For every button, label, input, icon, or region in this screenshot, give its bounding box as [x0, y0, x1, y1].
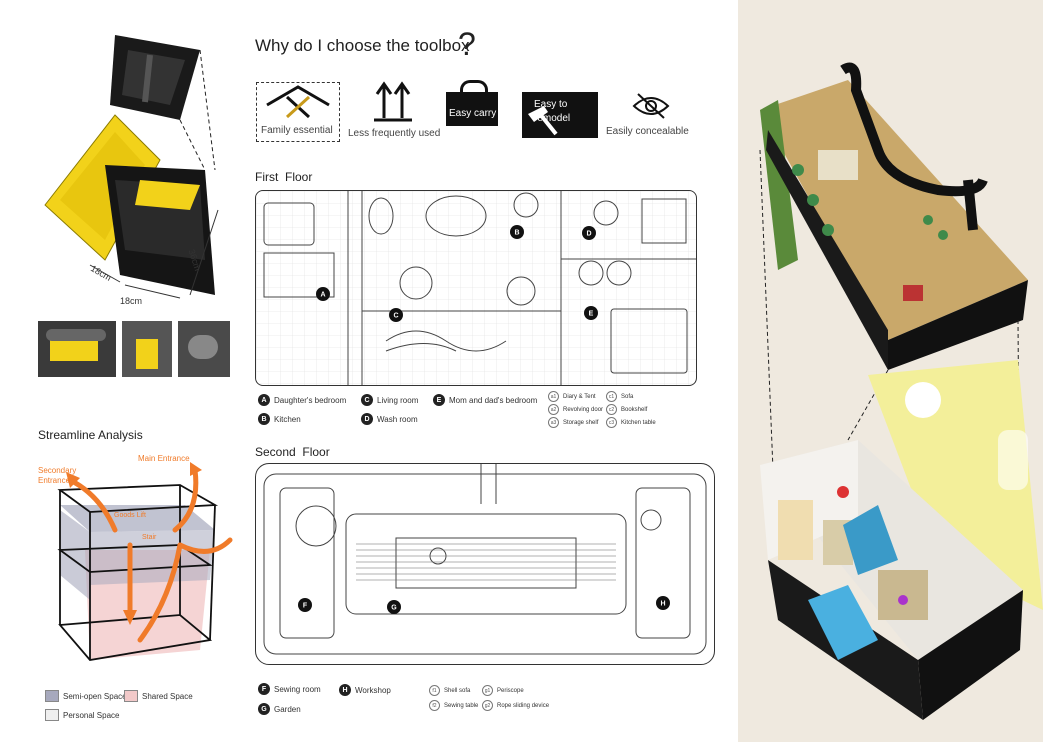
- photo-hands-3: [178, 321, 230, 377]
- goods-lift-label: Goods Lift: [114, 512, 146, 519]
- page-title: Why do I choose the toolbox: [255, 36, 470, 55]
- svg-text:H: H: [660, 601, 665, 608]
- house-tools-icon: [266, 85, 330, 119]
- reason-concealable: Easily concealable: [606, 92, 696, 138]
- stair-label: Stair: [142, 534, 157, 541]
- question-mark: ?: [458, 26, 476, 62]
- reason-easy-remodel: Easy to remodel: [522, 92, 598, 138]
- dim-width: 18cm: [120, 296, 143, 306]
- svg-text:C: C: [393, 313, 398, 320]
- second-floor-plan: F G H: [255, 463, 715, 665]
- svg-text:D: D: [586, 231, 591, 238]
- reason-easy-carry: Easy carry: [446, 80, 498, 126]
- eye-off-icon: [632, 93, 670, 119]
- model-photo-panel: [738, 0, 1043, 742]
- reason-label: Easily concealable: [606, 126, 689, 137]
- photo-hands-1: [38, 321, 116, 377]
- reason-label: Easy to remodel: [534, 99, 571, 124]
- legend-shared: Shared Space: [124, 690, 193, 702]
- bag-icon: [446, 92, 498, 126]
- swatch-semi-open: [45, 690, 59, 702]
- streamline-title: Streamline Analysis: [38, 428, 143, 442]
- second-floor-title: Second Floor: [255, 445, 330, 459]
- reason-label: Family essential: [261, 125, 333, 136]
- first-floor-plan: A C B D E: [255, 190, 697, 386]
- reason-less-used: Less frequently used: [348, 80, 441, 142]
- svg-text:E: E: [589, 311, 594, 318]
- hammer-icon: [528, 106, 558, 136]
- reason-label: Easy carry: [449, 108, 497, 119]
- streamline-diagram: [30, 450, 240, 680]
- main-entrance-label: Main Entrance: [138, 454, 190, 463]
- first-floor-title: First Floor: [255, 170, 313, 184]
- legend-personal: Personal Space: [45, 709, 119, 721]
- swatch-personal: [45, 709, 59, 721]
- swatch-shared: [124, 690, 138, 702]
- legend-semi-open: Semi-open Space: [45, 690, 127, 702]
- reason-label: Less frequently used: [348, 128, 441, 139]
- svg-text:B: B: [514, 230, 519, 237]
- reason-family-essential: Family essential: [256, 82, 340, 142]
- toolbox-exploded-illustration: [30, 20, 240, 310]
- secondary-entrance-label: Secondary Entrance: [38, 466, 77, 485]
- up-arrows-icon: [374, 81, 412, 122]
- svg-text:G: G: [391, 605, 397, 612]
- photo-hands-2: [122, 321, 172, 377]
- svg-text:F: F: [303, 603, 308, 610]
- svg-text:A: A: [320, 292, 325, 299]
